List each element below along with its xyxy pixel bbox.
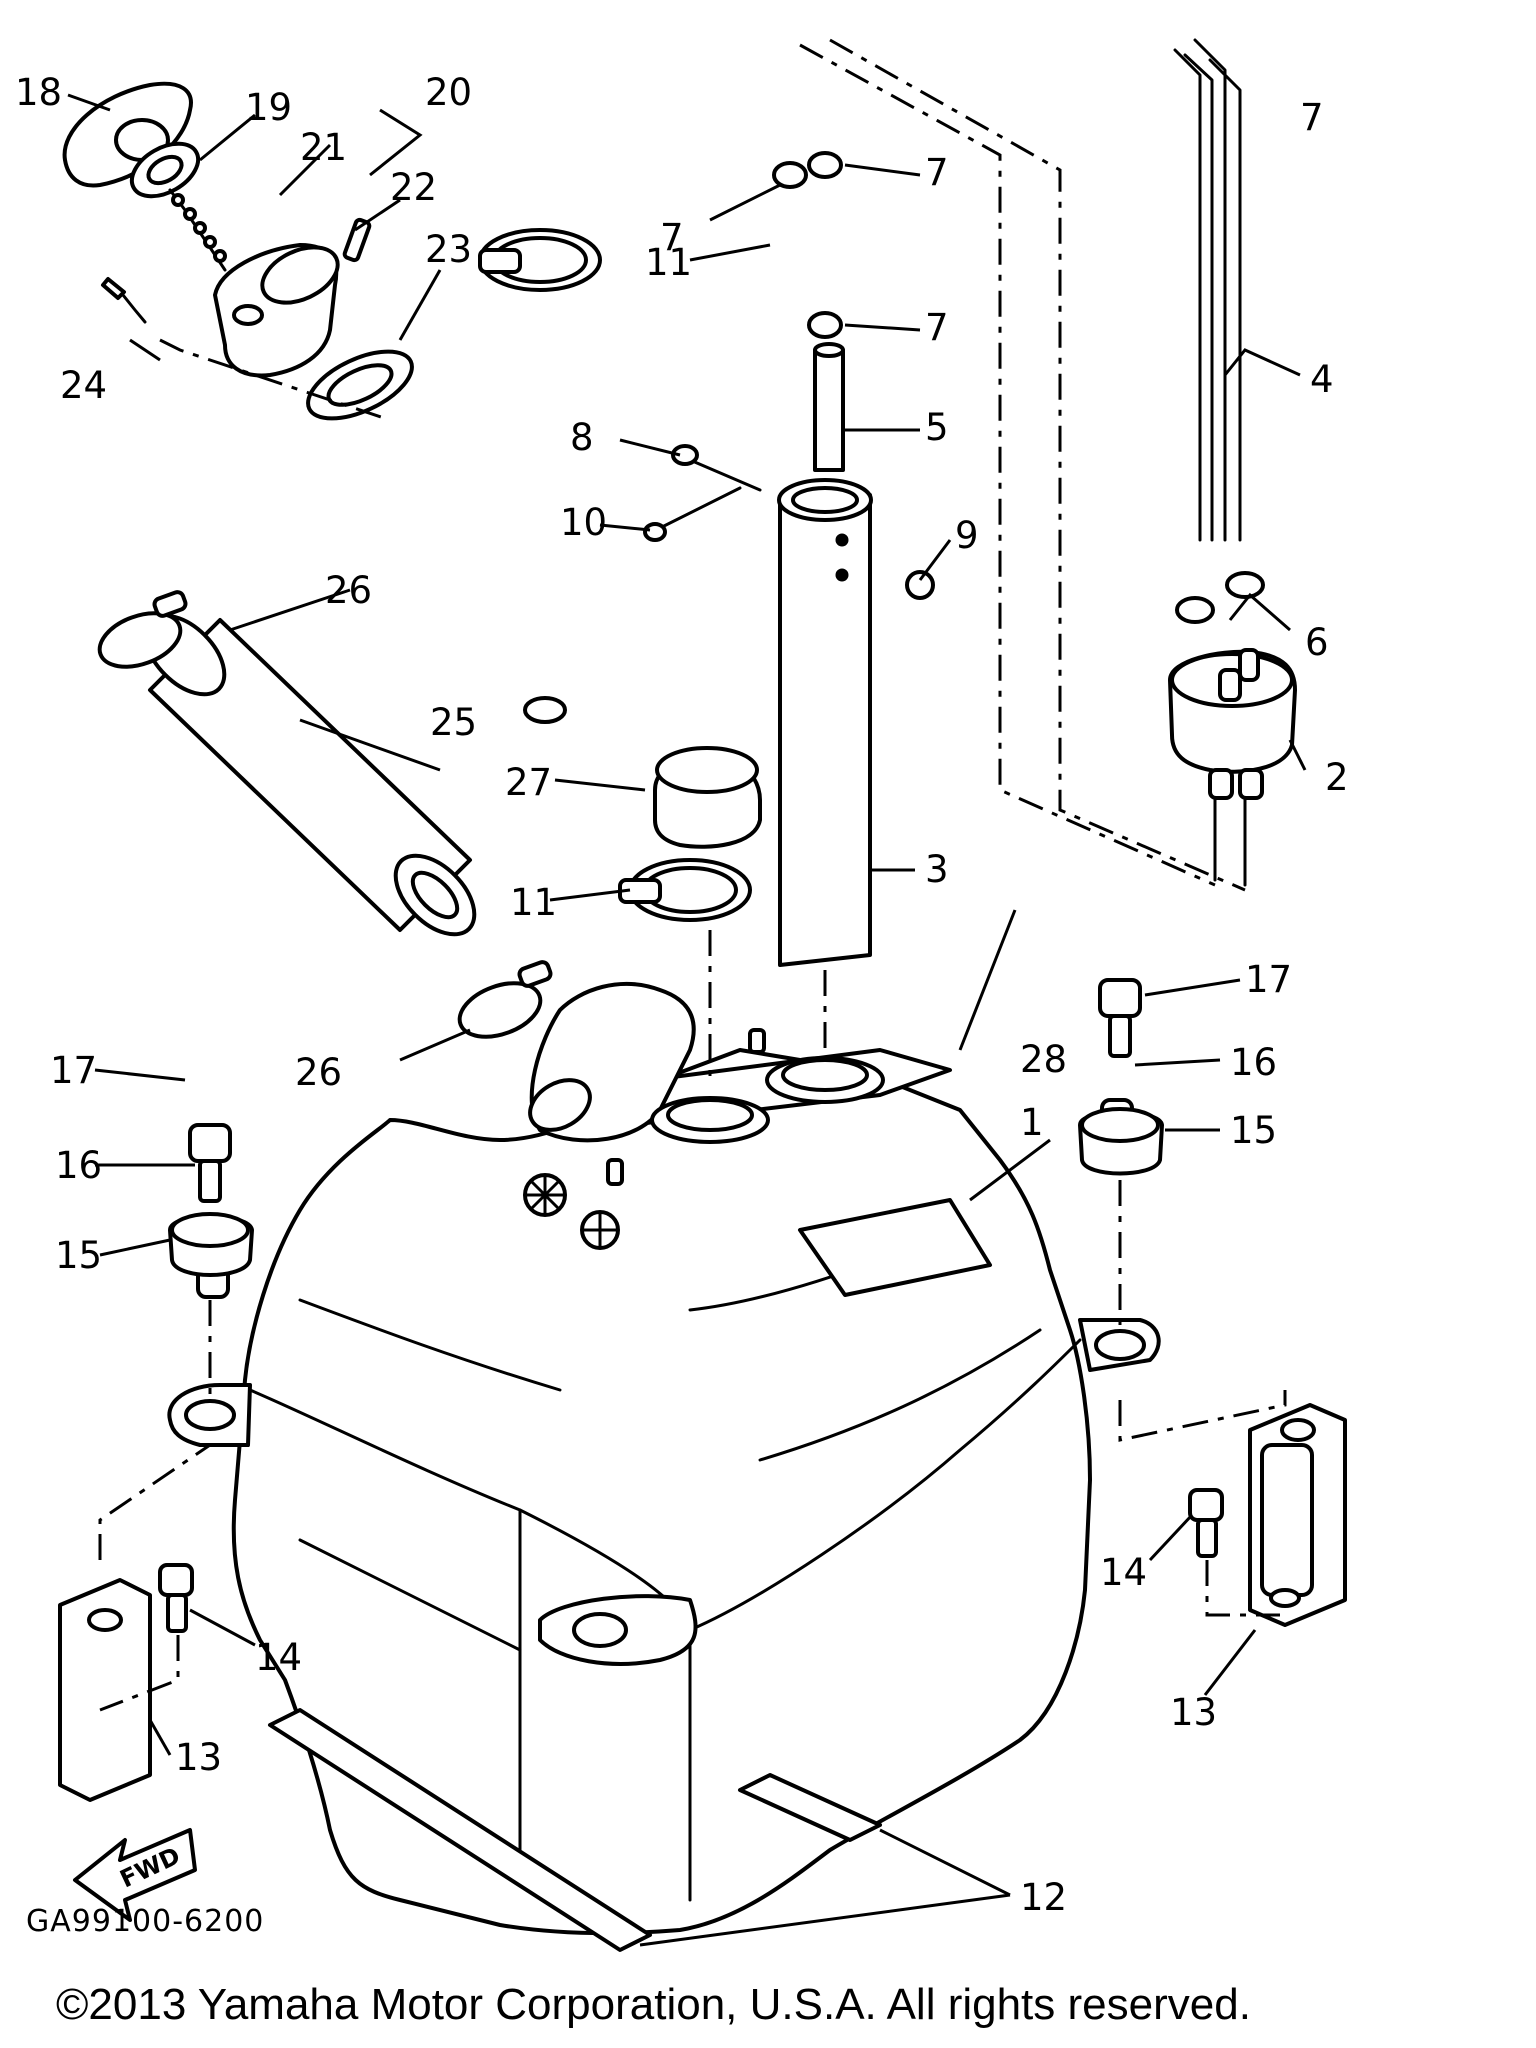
callout-15a: 15 (55, 1234, 102, 1277)
callout-25: 25 (430, 701, 477, 744)
callout-12: 12 (1020, 1876, 1067, 1919)
callout-18: 18 (15, 71, 62, 114)
callout-7a: 7 (925, 151, 949, 194)
fuel-cap-assembly (62, 81, 414, 422)
callout-14a: 14 (255, 1636, 302, 1679)
tank-pads (268, 1708, 882, 1952)
callout-27: 27 (505, 761, 552, 804)
callout-19: 19 (245, 86, 292, 129)
callout-16a: 16 (55, 1144, 102, 1187)
callout-7d: 7 (1300, 96, 1324, 139)
copyright-notice: ©2013 Yamaha Motor Corporation, U.S.A. A… (56, 1980, 1251, 2029)
callout-11a: 11 (645, 241, 692, 284)
callout-15b: 15 (1230, 1109, 1277, 1152)
callout-28: 28 (1020, 1038, 1067, 1081)
callout-21: 21 (300, 126, 347, 169)
callout-3: 3 (925, 848, 949, 891)
callout-10: 10 (560, 501, 607, 544)
callout-24: 24 (60, 364, 107, 407)
callout-17a: 17 (50, 1049, 97, 1092)
fuel-pickup-assembly (478, 151, 935, 1080)
callout-14b: 14 (1100, 1551, 1147, 1594)
callout-16b: 16 (1230, 1041, 1277, 1084)
callout-22: 22 (390, 166, 437, 209)
callout-2: 2 (1325, 756, 1349, 799)
fuel-tank (167, 981, 1161, 1936)
filler-hose (97, 590, 553, 1039)
callout-8: 8 (570, 416, 594, 459)
callout-26a: 26 (325, 569, 372, 612)
callout-1: 1 (1020, 1101, 1044, 1144)
callout-6: 6 (1305, 621, 1329, 664)
callout-26b: 26 (295, 1051, 342, 1094)
callout-23: 23 (425, 228, 472, 271)
callout-13a: 13 (175, 1736, 222, 1779)
callout-9: 9 (955, 514, 979, 557)
callout-11b: 11 (510, 881, 557, 924)
vent-and-filter (799, 38, 1297, 892)
callout-numbers: 1 2 3 4 5 6 7 7 7 7 8 9 10 11 11 12 13 1… (15, 71, 1349, 1919)
callout-20: 20 (425, 71, 472, 114)
leader-lines (67, 93, 1307, 1947)
callout-7c: 7 (925, 306, 949, 349)
mounting-hardware (58, 978, 1347, 1802)
callout-13b: 13 (1170, 1691, 1217, 1734)
callout-5: 5 (925, 406, 949, 449)
drawing-code: GA99100-6200 (26, 1904, 265, 1939)
callout-4: 4 (1310, 358, 1334, 401)
callout-17b: 17 (1245, 958, 1292, 1001)
callout-7b: 7 (660, 216, 684, 259)
